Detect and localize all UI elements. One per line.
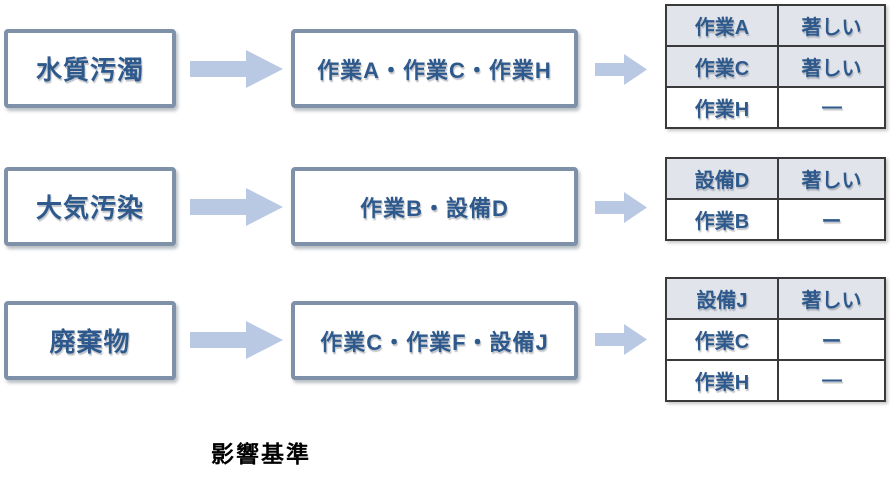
flow-arrow-right-icon — [595, 52, 649, 87]
table-row: 作業C ー — [665, 318, 886, 361]
table-row: 作業C 著しい — [665, 45, 886, 88]
table-row: 作業H — — [665, 86, 886, 129]
activities-label: 作業C・作業F・設備J — [320, 329, 549, 355]
flow-arrow-right-icon — [595, 322, 649, 357]
aspect-cell: 設備J — [665, 277, 779, 320]
table-row: 作業A 著しい — [665, 4, 886, 47]
rating-cell: 著しい — [777, 4, 886, 47]
table-row: 作業H — — [665, 359, 886, 402]
aspect-cell: 作業C — [665, 318, 779, 361]
flow-arrow-right-icon — [595, 190, 649, 225]
activities-box-waste: 作業C・作業F・設備J — [291, 301, 578, 380]
significance-table-air-pollution: 設備D 著しい 作業B ー — [665, 157, 886, 241]
source-label: 廃棄物 — [49, 327, 131, 357]
significance-table-waste: 設備J 著しい 作業C ー 作業H — — [665, 277, 886, 402]
source-box-water-pollution: 水質汚濁 — [4, 29, 176, 108]
aspect-cell: 作業A — [665, 4, 779, 47]
table-row: 作業B ー — [665, 198, 886, 241]
source-box-air-pollution: 大気汚染 — [4, 167, 176, 246]
significance-table-water-pollution: 作業A 著しい 作業C 著しい 作業H — — [665, 4, 886, 129]
flow-arrow-right-icon — [190, 320, 285, 360]
table-row: 設備D 著しい — [665, 157, 886, 200]
rating-cell: — — [777, 86, 886, 129]
rating-cell: ー — [777, 198, 886, 241]
source-label: 水質汚濁 — [35, 55, 144, 85]
aspect-cell: 作業B — [665, 198, 779, 241]
rating-cell: — — [777, 359, 886, 402]
flow-arrow-right-icon — [190, 187, 285, 227]
rating-cell: 著しい — [777, 45, 886, 88]
rating-cell: 著しい — [777, 157, 886, 200]
aspect-cell: 作業H — [665, 359, 779, 402]
aspect-cell: 作業C — [665, 45, 779, 88]
impact-criteria-caption: 影響基準 — [211, 441, 311, 467]
activities-box-air-pollution: 作業B・設備D — [291, 167, 578, 246]
activities-label: 作業B・設備D — [360, 195, 509, 221]
rating-cell: ー — [777, 318, 886, 361]
aspect-cell: 設備D — [665, 157, 779, 200]
flow-arrow-right-icon — [190, 49, 285, 89]
aspect-cell: 作業H — [665, 86, 779, 129]
source-box-waste: 廃棄物 — [4, 301, 176, 380]
activities-label: 作業A・作業C・作業H — [317, 57, 552, 83]
rating-cell: 著しい — [777, 277, 886, 320]
activities-box-water-pollution: 作業A・作業C・作業H — [291, 29, 578, 108]
source-label: 大気汚染 — [35, 193, 144, 223]
table-row: 設備J 著しい — [665, 277, 886, 320]
